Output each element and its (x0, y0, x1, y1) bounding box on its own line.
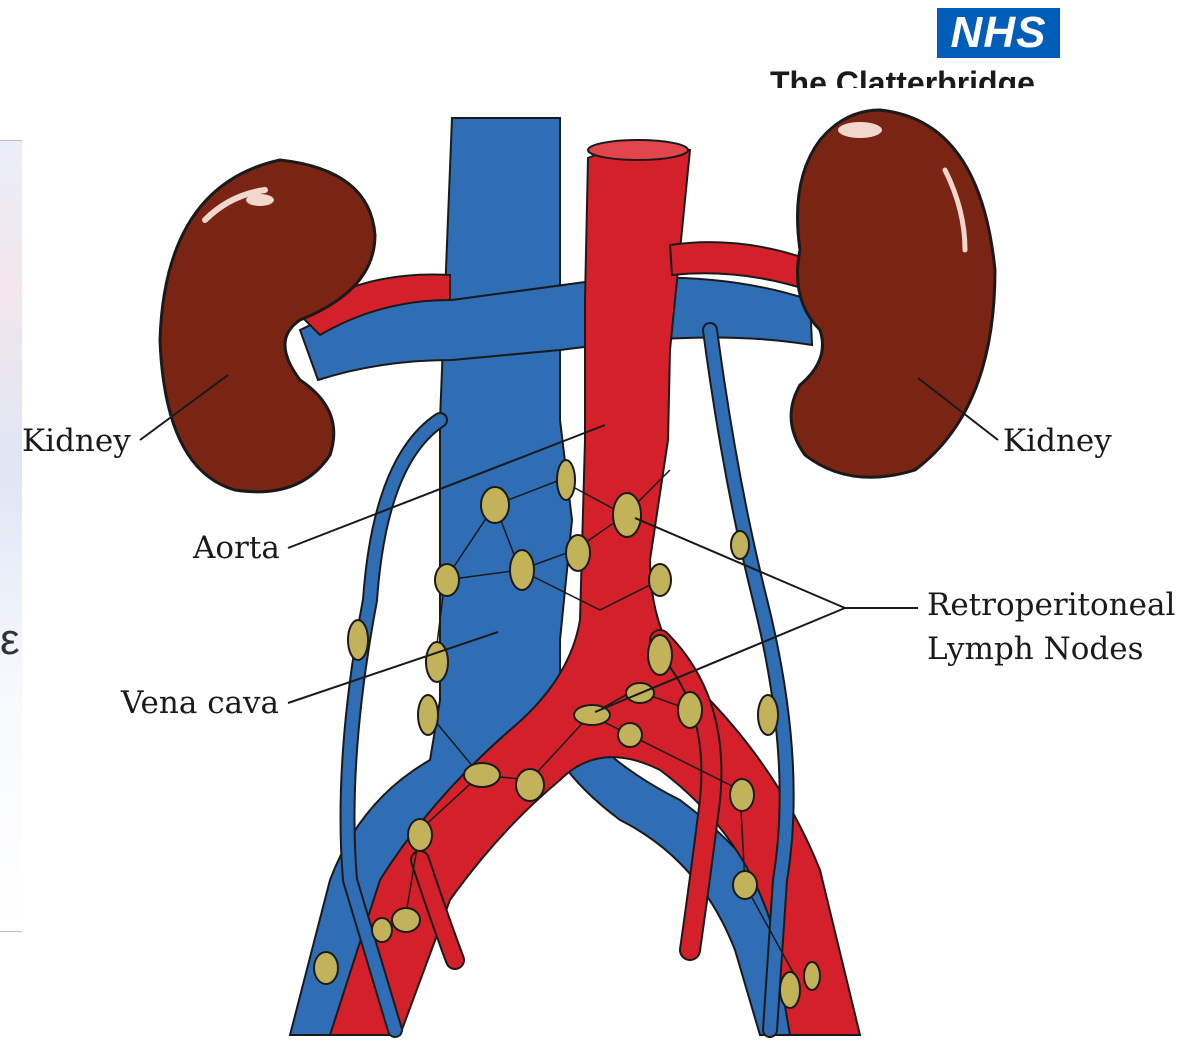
lymph-node (348, 620, 368, 660)
lymph-node (392, 908, 420, 932)
lymph-node (733, 871, 757, 899)
lymph-node (516, 769, 544, 801)
lymph-node (372, 918, 392, 942)
lymph-node (426, 642, 448, 682)
lymph-node (408, 819, 432, 851)
label-kidney-left: Kidney (22, 423, 131, 459)
lymph-node (678, 692, 702, 728)
lymph-node (731, 531, 749, 559)
label-lymph-line2: Lymph Nodes (927, 631, 1144, 667)
lymph-node (618, 723, 642, 747)
lymph-node (566, 535, 590, 571)
lymph-node (510, 550, 534, 590)
lymph-node (557, 460, 575, 500)
lymph-node (730, 779, 754, 811)
label-aorta: Aorta (193, 530, 280, 566)
right-kidney (791, 110, 995, 477)
lymph-node (481, 487, 509, 523)
lymph-node (464, 763, 500, 787)
lymph-node (758, 695, 778, 735)
lymph-node (418, 695, 438, 735)
lymph-node (780, 972, 800, 1008)
lymph-node (314, 952, 338, 984)
label-kidney-right: Kidney (1003, 423, 1112, 459)
label-vena-cava: Vena cava (121, 685, 279, 721)
lymph-node (613, 493, 641, 537)
lymph-node (649, 564, 671, 596)
lymph-node (435, 564, 459, 596)
lymph-node (804, 962, 820, 990)
label-lymph-line1: Retroperitoneal (927, 587, 1175, 623)
lymph-node (648, 635, 672, 675)
